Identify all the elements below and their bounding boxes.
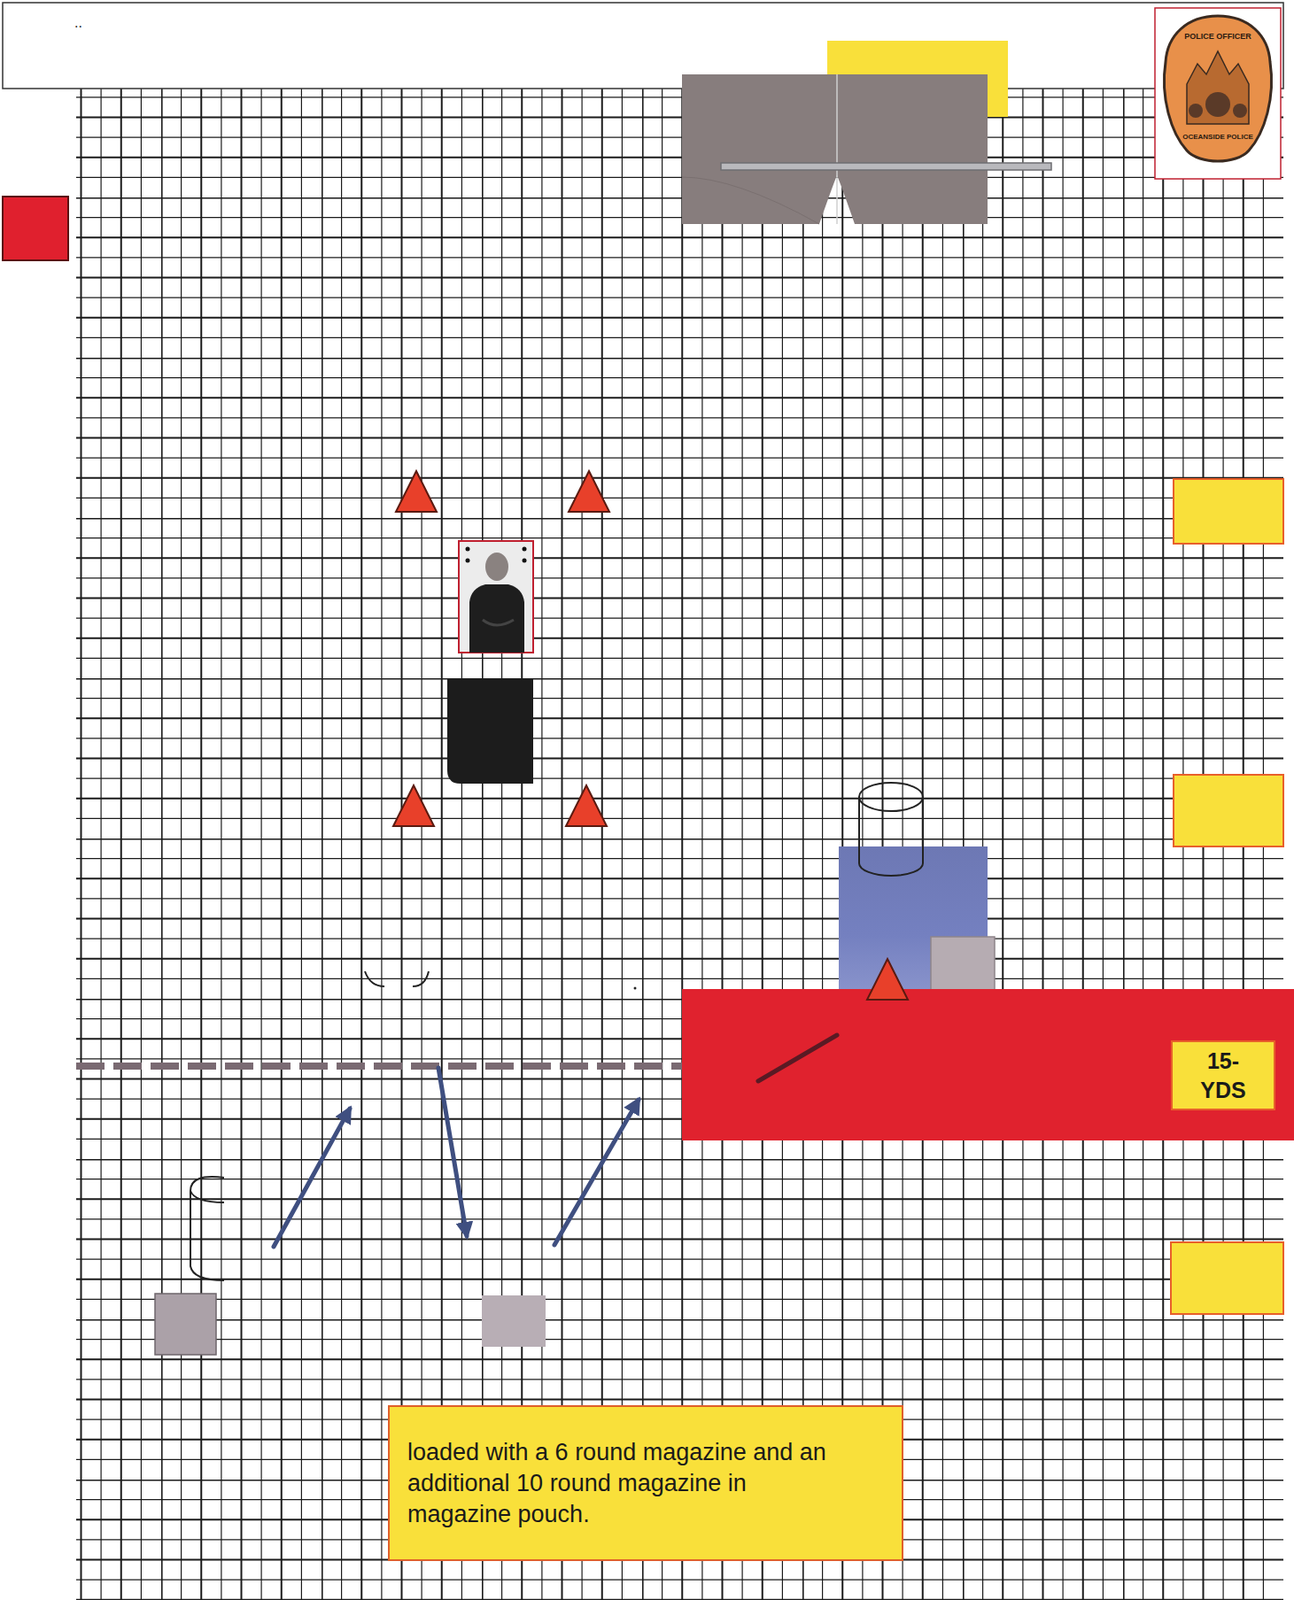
header-mark: .. bbox=[74, 14, 128, 31]
badge-text: POLICE OFFICER bbox=[1167, 31, 1269, 42]
note-box: loaded with a 6 round magazine and an ad… bbox=[387, 1405, 904, 1562]
box-text: loaded with a 6 round magazine and an ad… bbox=[407, 1437, 851, 1531]
box-text: 15- YDS bbox=[1200, 1046, 1246, 1105]
badge-text: OCEANSIDE POLICE bbox=[1167, 132, 1269, 142]
distance-box: 15- YDS bbox=[1170, 1040, 1276, 1111]
